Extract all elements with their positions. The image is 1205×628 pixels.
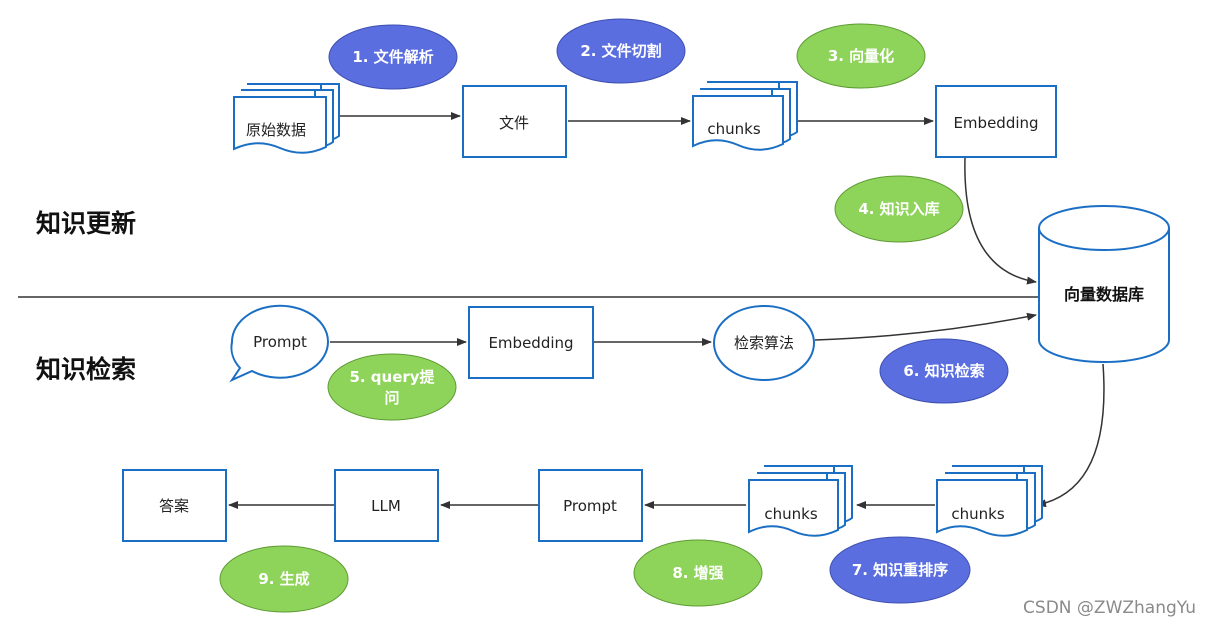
step-5-oval: 5. query提 问	[327, 353, 457, 421]
arrow-search-to-vectordb	[814, 312, 1037, 341]
watermark-text: CSDN @ZWZhangYu	[1023, 598, 1196, 618]
arrow-embedding-to-vectordb	[964, 157, 1037, 285]
step-9-oval: 9. 生成	[219, 545, 349, 613]
step-4-label: 4. 知识入库	[858, 200, 939, 218]
step-9-label: 9. 生成	[258, 570, 309, 588]
arrow-vectordb-to-chunks	[1036, 363, 1105, 508]
answer-node: 答案	[122, 469, 227, 542]
step-6-label: 6. 知识检索	[903, 362, 984, 380]
chunks-rerank-out-label: chunks	[764, 505, 817, 523]
embedding-mid-node: Embedding	[468, 306, 594, 379]
step-5-label-line2: 问	[384, 389, 399, 407]
chunks-rerank-in-label: chunks	[951, 505, 1004, 523]
step-6-oval: 6. 知识检索	[879, 338, 1009, 404]
step-2-oval: 2. 文件切割	[556, 18, 686, 84]
embedding-top-label: Embedding	[953, 114, 1038, 132]
raw-data-label: 原始数据	[246, 121, 306, 139]
step-7-label: 7. 知识重排序	[852, 561, 948, 579]
llm-node: LLM	[334, 469, 439, 542]
step-4-oval: 4. 知识入库	[834, 175, 964, 243]
vector-database-cylinder: 向量数据库	[1038, 205, 1170, 363]
step-8-label: 8. 增强	[672, 564, 723, 582]
section-title-update: 知识更新	[36, 209, 136, 238]
embedding-mid-label: Embedding	[488, 334, 573, 352]
chunks-rerank-out-document-stack: chunks	[748, 465, 853, 537]
chunks-top-document-stack: chunks	[692, 81, 798, 151]
step-3-label: 3. 向量化	[828, 47, 894, 65]
prompt-bottom-label: Prompt	[563, 497, 617, 515]
raw-data-document-stack: 原始数据	[233, 83, 340, 154]
file-node: 文件	[462, 85, 567, 158]
file-label: 文件	[499, 114, 529, 132]
step-5-label-line1: 5. query提	[349, 368, 435, 386]
chunks-rerank-in-document-stack: chunks	[936, 465, 1043, 537]
step-8-oval: 8. 增强	[633, 539, 763, 607]
step-1-oval: 1. 文件解析	[328, 24, 458, 90]
chunks-top-label: chunks	[707, 120, 760, 138]
prompt-bottom-node: Prompt	[538, 469, 643, 542]
step-1-label: 1. 文件解析	[352, 48, 433, 66]
step-2-label: 2. 文件切割	[580, 42, 661, 60]
embedding-top-node: Embedding	[935, 85, 1057, 158]
answer-label: 答案	[159, 497, 189, 515]
prompt-speech-bubble: Prompt	[229, 304, 329, 383]
search-algorithm-label: 检索算法	[734, 334, 794, 352]
section-title-retrieval: 知识检索	[36, 355, 136, 384]
step-3-oval: 3. 向量化	[796, 23, 926, 89]
step-7-oval: 7. 知识重排序	[829, 536, 971, 604]
prompt-top-label: Prompt	[253, 333, 307, 351]
vector-database-label: 向量数据库	[1064, 285, 1144, 304]
llm-label: LLM	[371, 497, 401, 515]
search-algorithm-node: 检索算法	[713, 305, 815, 381]
